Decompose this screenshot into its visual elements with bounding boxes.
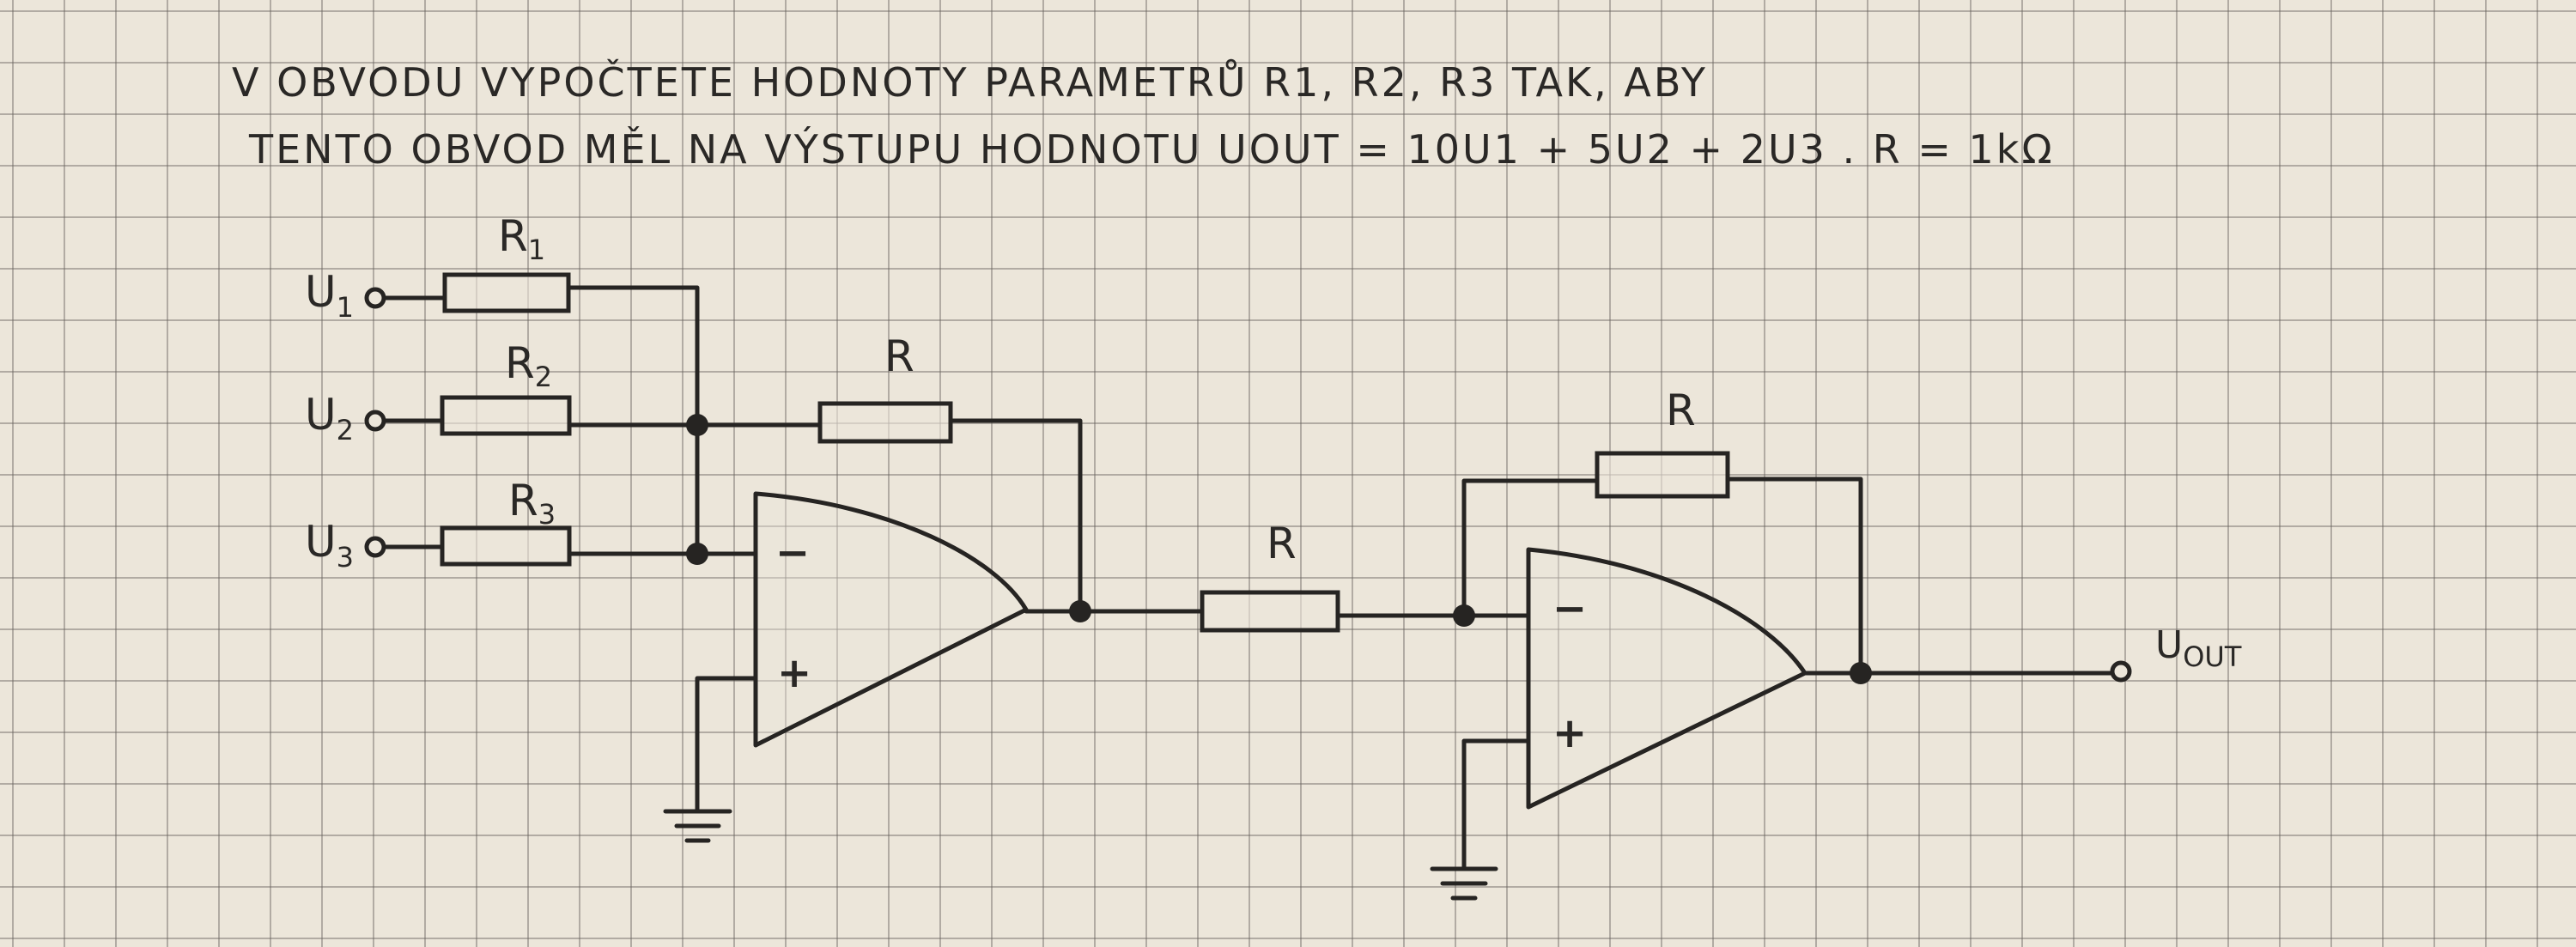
resistor-label-coupling: R xyxy=(1267,519,1297,568)
output-terminal xyxy=(2110,660,2132,683)
wire-feedback1-right xyxy=(948,418,1083,614)
output-label: UOUT xyxy=(2155,623,2242,673)
input-terminal-u1 xyxy=(364,287,386,309)
resistor-feedback1 xyxy=(817,401,953,444)
resistor-r1 xyxy=(442,272,571,313)
input-terminal-u3 xyxy=(364,536,386,558)
resistor-label-feedback1: R xyxy=(884,331,914,381)
opamp2-noninverting-sign: + xyxy=(1552,709,1587,757)
junction-bus-bottom xyxy=(686,543,708,565)
resistor-label-r3: R3 xyxy=(508,476,556,531)
resistor-r3 xyxy=(440,525,572,567)
opamp1-noninverting-sign: + xyxy=(777,649,811,697)
resistor-label-r2: R2 xyxy=(505,338,552,393)
wire-r1-bus xyxy=(566,285,700,556)
opamp2-inverting-sign: − xyxy=(1552,585,1587,633)
resistor-coupling xyxy=(1200,590,1340,633)
wire-opamp2-ground xyxy=(1461,738,1531,870)
ground-symbol-1 xyxy=(663,809,732,843)
wire-feedback2-left xyxy=(1461,478,1600,618)
wire-feedback2-right xyxy=(1725,477,1863,676)
problem-line-1: V OBVODU VYPOČTETE HODNOTY PARAMETRŮ R1,… xyxy=(232,58,1708,106)
input-terminal-u2 xyxy=(364,410,386,432)
opamp1-inverting-sign: − xyxy=(775,529,810,577)
resistor-feedback2 xyxy=(1595,451,1730,499)
resistor-label-feedback2: R xyxy=(1666,385,1696,435)
input-label-u3: U3 xyxy=(305,517,354,574)
ground-symbol-2 xyxy=(1430,866,1498,901)
junction-opamp1-output xyxy=(1069,600,1091,622)
opamp-2 xyxy=(1526,547,1807,810)
input-label-u1: U1 xyxy=(305,267,354,324)
input-label-u2: U2 xyxy=(305,390,354,446)
junction-opamp2-output xyxy=(1850,662,1872,684)
resistor-label-r1: R1 xyxy=(498,211,545,266)
opamp-1 xyxy=(753,491,1029,748)
wire-opamp1-ground xyxy=(695,676,758,811)
resistor-r2 xyxy=(440,395,572,436)
problem-line-2: TENTO OBVOD MĚL NA VÝSTUPU HODNOTU UOUT … xyxy=(248,126,2055,173)
